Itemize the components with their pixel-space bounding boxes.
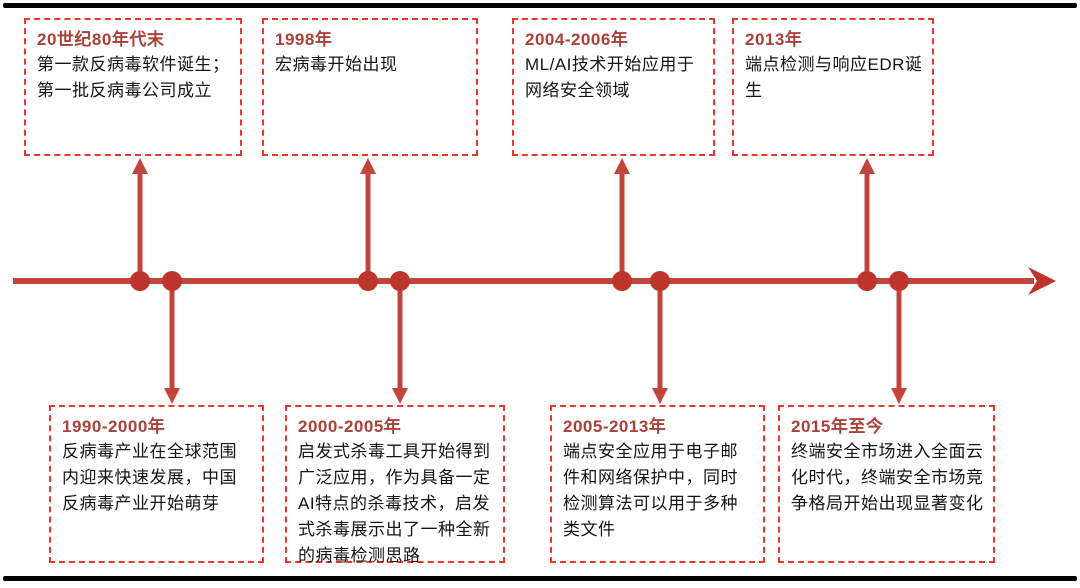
event-box-2013: 2013年 端点检测与响应EDR诞生 [732, 18, 934, 156]
event-dot-4 [390, 271, 410, 291]
event-description: 第一款反病毒软件诞生；第一批反病毒公司成立 [37, 55, 230, 100]
bottom-border-line [3, 576, 1077, 581]
event-dot-8 [889, 271, 909, 291]
event-dot-3 [358, 271, 378, 291]
event-period: 2005-2013年 [563, 417, 667, 436]
event-box-2005-2013: 2005-2013年 端点安全应用于电子邮件和网络保护中，同时检测算法可以用于多… [550, 405, 765, 563]
event-period: 1990-2000年 [62, 417, 166, 436]
event-period: 2004-2006年 [525, 30, 629, 49]
event-description: 终端安全市场进入全面云化时代，终端安全市场竞争格局开始出现显著变化 [791, 442, 984, 513]
event-box-1990-2000: 1990-2000年 反病毒产业在全球范围内迎来快速发展，中国反病毒产业开始萌芽 [49, 405, 264, 563]
event-dot-5 [612, 271, 632, 291]
axis-arrowhead-icon [1028, 267, 1056, 295]
event-period: 2015年至今 [791, 417, 884, 436]
event-period: 2013年 [745, 30, 803, 49]
event-dot-1 [130, 271, 150, 291]
event-box-1980s: 20世纪80年代末 第一款反病毒软件诞生；第一批反病毒公司成立 [24, 18, 242, 156]
event-box-2004-2006: 2004-2006年 ML/AI技术开始应用于网络安全领域 [512, 18, 715, 156]
event-description: 端点检测与响应EDR诞生 [745, 55, 923, 100]
event-box-1998: 1998年 宏病毒开始出现 [262, 18, 478, 156]
up-connector-1 [132, 158, 148, 281]
event-dot-2 [162, 271, 182, 291]
event-description: 启发式杀毒工具开始得到广泛应用，作为具备一定AI特点的杀毒技术，启发式杀毒展示出… [298, 442, 491, 565]
event-description: 端点安全应用于电子邮件和网络保护中，同时检测算法可以用于多种类文件 [563, 442, 738, 539]
event-dot-6 [650, 271, 670, 291]
top-border-line [3, 3, 1077, 8]
event-description: 宏病毒开始出现 [275, 55, 398, 74]
event-box-2015-present: 2015年至今 终端安全市场进入全面云化时代，终端安全市场竞争格局开始出现显著变… [778, 405, 995, 563]
event-dot-7 [857, 271, 877, 291]
down-connector-2 [392, 281, 408, 404]
event-description: 反病毒产业在全球范围内迎来快速发展，中国反病毒产业开始萌芽 [62, 442, 237, 513]
up-connector-3 [614, 158, 630, 281]
event-period: 20世纪80年代末 [37, 30, 165, 49]
up-connector-4 [859, 158, 875, 281]
event-box-2000-2005: 2000-2005年 启发式杀毒工具开始得到广泛应用，作为具备一定AI特点的杀毒… [285, 405, 505, 565]
event-description: ML/AI技术开始应用于网络安全领域 [525, 55, 695, 100]
event-period: 2000-2005年 [298, 417, 402, 436]
event-period: 1998年 [275, 30, 333, 49]
down-connector-3 [652, 281, 668, 404]
down-connector-1 [164, 281, 180, 404]
up-connector-2 [360, 158, 376, 281]
down-connector-4 [891, 281, 907, 404]
